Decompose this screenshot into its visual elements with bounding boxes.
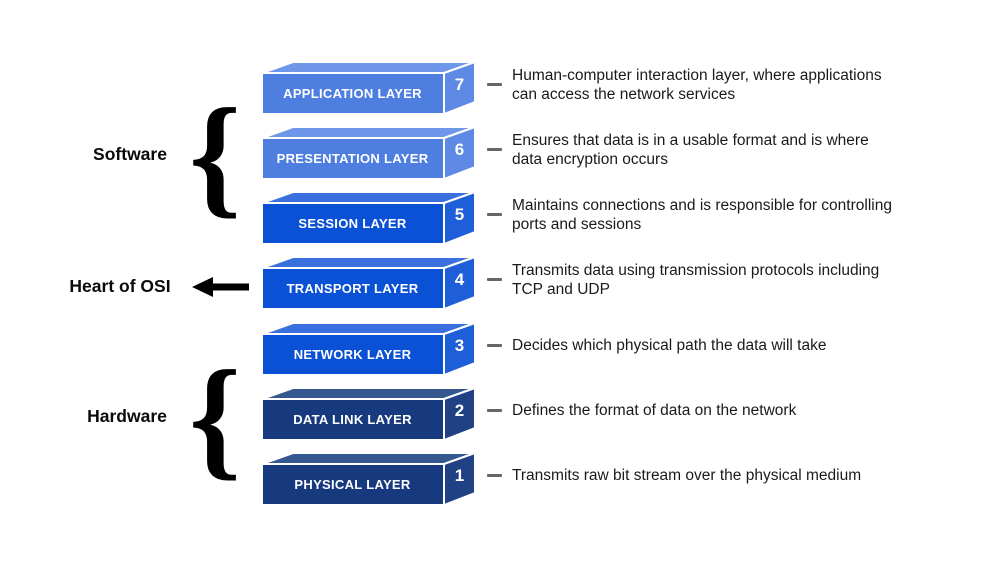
layer-description: Maintains connections and is responsible…: [512, 196, 892, 233]
layer-description-row: Decides which physical path the data wil…: [487, 322, 900, 369]
layer-box-application: APPLICATION LAYER 7: [261, 61, 476, 115]
software-brace-icon: {: [188, 80, 242, 231]
layer-name: SESSION LAYER: [298, 216, 407, 231]
dash-tick-icon: [487, 83, 502, 86]
dash-tick-icon: [487, 409, 502, 412]
layer-description-row: Human-computer interaction layer, where …: [487, 61, 900, 108]
layer-box-presentation: PRESENTATION LAYER 6: [261, 126, 476, 180]
layer-row-application: APPLICATION LAYER 7 Human-computer inter…: [261, 61, 961, 119]
layer-box-session: SESSION LAYER 5: [261, 191, 476, 245]
layer-name: DATA LINK LAYER: [293, 412, 412, 427]
layer-number: 4: [454, 270, 465, 289]
box-3d-shape: [261, 256, 476, 310]
layer-name: PRESENTATION LAYER: [276, 151, 429, 166]
box-3d-shape: [261, 191, 476, 245]
layer-row-presentation: PRESENTATION LAYER 6 Ensures that data i…: [261, 126, 961, 184]
left-arrow-icon: [192, 277, 250, 302]
layer-description: Decides which physical path the data wil…: [512, 337, 827, 354]
hardware-group-label: Hardware: [87, 406, 167, 426]
dash-tick-icon: [487, 213, 502, 216]
layer-box-transport: TRANSPORT LAYER 4: [261, 256, 476, 310]
layer-number: 6: [454, 140, 465, 159]
layer-number: 2: [454, 401, 465, 420]
layer-row-transport: TRANSPORT LAYER 4 Transmits data using t…: [261, 256, 961, 314]
layer-description: Defines the format of data on the networ…: [512, 402, 797, 419]
layer-description-row: Transmits data using transmission protoc…: [487, 256, 900, 303]
layer-description-row: Transmits raw bit stream over the physic…: [487, 452, 900, 499]
layer-row-session: SESSION LAYER 5 Maintains connections an…: [261, 191, 961, 249]
layer-row-physical: PHYSICAL LAYER 1 Transmits raw bit strea…: [261, 452, 961, 510]
layer-name: NETWORK LAYER: [293, 347, 412, 362]
dash-tick-icon: [487, 148, 502, 151]
layer-row-network: NETWORK LAYER 3 Decides which physical p…: [261, 322, 961, 380]
box-3d-shape: [261, 322, 476, 376]
box-3d-shape: [261, 387, 476, 441]
layer-description: Transmits data using transmission protoc…: [512, 261, 880, 298]
dash-tick-icon: [487, 278, 502, 281]
layer-description: Human-computer interaction layer, where …: [512, 66, 882, 103]
layer-name: TRANSPORT LAYER: [286, 281, 419, 296]
layer-box-data-link: DATA LINK LAYER 2: [261, 387, 476, 441]
layer-row-data-link: DATA LINK LAYER 2 Defines the format of …: [261, 387, 961, 445]
layer-number: 7: [454, 75, 465, 94]
layer-box-network: NETWORK LAYER 3: [261, 322, 476, 376]
layer-name: PHYSICAL LAYER: [294, 477, 411, 492]
box-3d-shape: [261, 61, 476, 115]
hardware-brace-icon: {: [188, 342, 242, 493]
layer-number: 3: [454, 336, 465, 355]
layer-description: Transmits raw bit stream over the physic…: [512, 467, 862, 484]
layer-description-row: Maintains connections and is responsible…: [487, 191, 900, 238]
layer-name: APPLICATION LAYER: [283, 86, 422, 101]
layer-description-row: Defines the format of data on the networ…: [487, 387, 900, 434]
heart-of-osi-label: Heart of OSI: [69, 276, 171, 296]
layer-description: Ensures that data is in a usable format …: [512, 131, 869, 168]
layer-number: 5: [454, 205, 465, 224]
box-3d-shape: [261, 452, 476, 506]
layer-number: 1: [454, 466, 465, 485]
box-3d-shape: [261, 126, 476, 180]
dash-tick-icon: [487, 474, 502, 477]
software-group-label: Software: [93, 144, 167, 164]
layer-box-physical: PHYSICAL LAYER 1: [261, 452, 476, 506]
layer-description-row: Ensures that data is in a usable format …: [487, 126, 900, 173]
dash-tick-icon: [487, 344, 502, 347]
